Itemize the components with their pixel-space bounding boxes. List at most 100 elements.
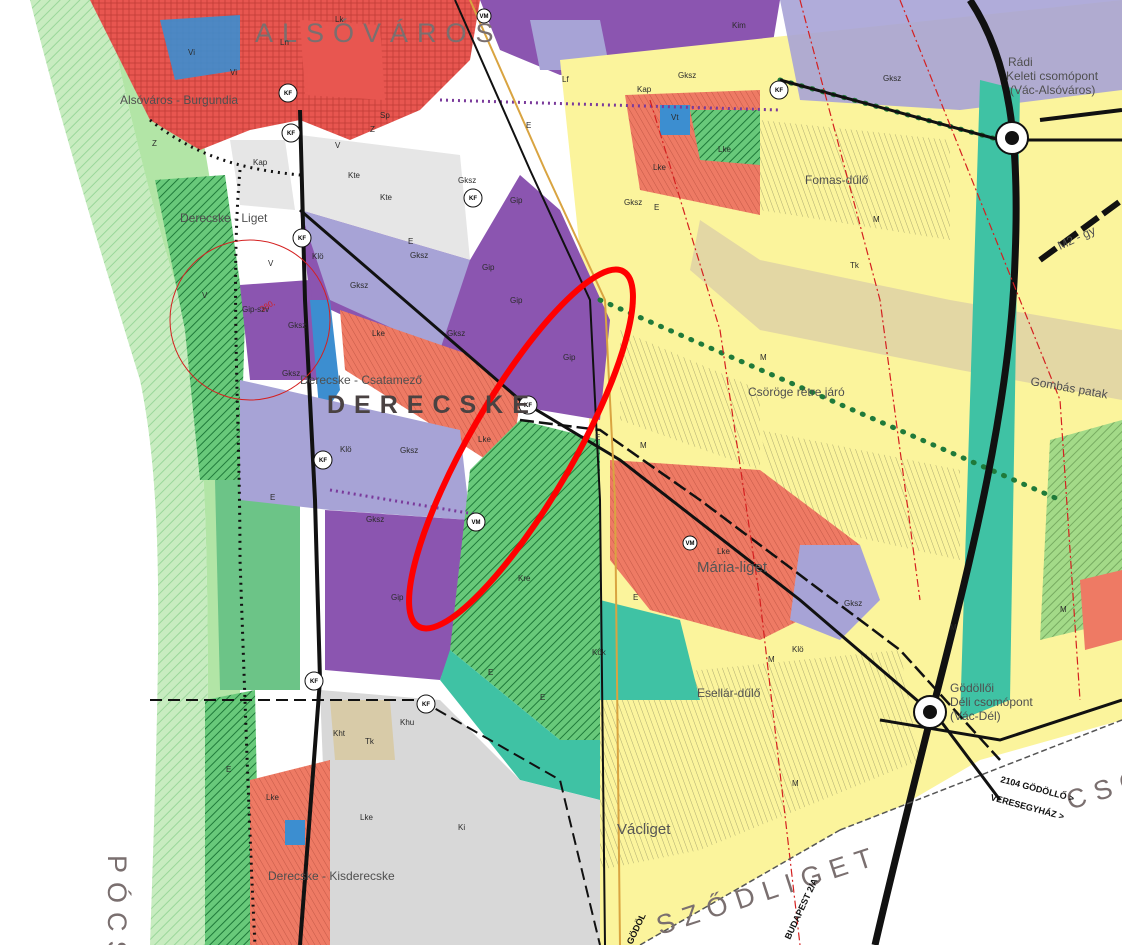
tree-line-central xyxy=(597,297,1063,503)
zone-code: E xyxy=(654,203,659,212)
zone-code: E xyxy=(540,693,545,702)
zone-code: Vt xyxy=(671,113,679,122)
zone-code: Kap xyxy=(253,158,268,167)
zone-code: Lke xyxy=(653,163,666,172)
town-block-a xyxy=(300,20,385,100)
zone-code: Z xyxy=(152,139,157,148)
zone-code: Lf xyxy=(562,75,569,84)
municipal-boundary-s xyxy=(639,829,841,945)
zone-code: Lke xyxy=(718,145,731,154)
zone-code: Lke xyxy=(717,547,730,556)
parcels-south xyxy=(600,650,920,870)
zone-code: Lk xyxy=(335,15,344,24)
place-label-eselar-dulo: Esellár-dűlő xyxy=(697,686,761,700)
zone-code: Gip xyxy=(482,263,495,272)
zone-code: M xyxy=(950,623,957,632)
kf-node: KF xyxy=(278,83,298,103)
salmon-east-block xyxy=(1080,570,1122,650)
zone-code: Gip xyxy=(510,196,523,205)
gksz-maria-liget xyxy=(790,545,880,640)
svg-text:KF: KF xyxy=(298,236,306,242)
svg-text:KF: KF xyxy=(310,679,318,685)
kf-node: KF xyxy=(304,671,324,691)
place-label-derecske-liget: Derecske - Liget xyxy=(180,211,268,225)
place-label-derecske-csatamezo: Derecske - Csatamező xyxy=(300,373,422,387)
zone-code: M xyxy=(873,215,880,224)
boundary-dotted-purple xyxy=(329,488,481,517)
zone-code: Kte xyxy=(380,193,393,202)
zone-code: Gksz xyxy=(844,599,862,608)
zone-code: E xyxy=(633,593,638,602)
place-label-alsovaros-burgundia: Alsóváros - Burgundia xyxy=(120,93,238,107)
kf-node: KF xyxy=(281,123,301,143)
green-area-west xyxy=(215,480,300,690)
highlight-ellipse xyxy=(406,266,636,632)
zone-code: Ki xyxy=(458,823,465,832)
zone-code: Lke xyxy=(372,329,385,338)
fomas-dulo-parcels xyxy=(760,120,950,240)
place-label-csoroge: Csöröge rétre járó xyxy=(748,385,845,399)
road-south-curve xyxy=(150,699,601,945)
zone-code: Lke xyxy=(478,435,491,444)
m2-motorway xyxy=(871,0,1020,945)
road-south-east xyxy=(879,698,1122,742)
zone-code: Tk xyxy=(850,261,860,270)
gksz-derecske-south xyxy=(240,380,470,520)
place-label-radi: Rádi xyxy=(1008,55,1033,69)
zone-code: Gksz xyxy=(447,329,465,338)
svg-text:KF: KF xyxy=(775,88,783,94)
vm-node: VM xyxy=(476,8,492,24)
zone-code: Gksz xyxy=(458,176,476,185)
district-label-derecske: DERECSKE xyxy=(327,391,538,419)
zone-code: M xyxy=(1060,605,1067,614)
place-label-maria-liget: Mária-liget xyxy=(697,559,768,576)
zone-code: E xyxy=(270,493,275,502)
zone-code: Gip xyxy=(563,353,576,362)
zone-code: Gksz xyxy=(624,198,642,207)
zone-code: Gksz xyxy=(400,446,418,455)
zone-code: V xyxy=(268,259,274,268)
zone-code: Kim xyxy=(732,21,746,30)
blue-strip xyxy=(310,300,340,420)
annotation-circle xyxy=(169,239,331,401)
municipal-boundary-se xyxy=(839,719,1122,831)
svg-text:VM: VM xyxy=(480,14,489,20)
place-label-derecske-kisderecske: Derecske - Kisderecske xyxy=(268,869,395,883)
godolloi-junction-marker xyxy=(913,695,947,729)
svg-text:KF: KF xyxy=(284,91,292,97)
zone-code: Khu xyxy=(400,718,414,727)
zone-code: Ln xyxy=(280,38,289,47)
zone-code: Gip xyxy=(510,296,523,305)
parcels-mid xyxy=(620,330,760,470)
zone-code: Klö xyxy=(792,645,804,654)
zone-code: Gksz xyxy=(350,281,368,290)
svg-text:KF: KF xyxy=(422,702,430,708)
lke-csatamezo xyxy=(340,310,520,475)
kf-node: KF xyxy=(518,395,538,415)
zone-code: M xyxy=(640,441,647,450)
radi-junction-marker xyxy=(995,121,1029,155)
place-label-godolloi-sub: (Vác-Dél) xyxy=(950,709,1001,723)
kap-block xyxy=(230,140,295,210)
gip-south xyxy=(325,510,470,680)
zone-code: Sp xyxy=(380,111,390,120)
zone-code: Lke xyxy=(266,793,279,802)
gip-szv-block xyxy=(240,280,320,380)
zone-code: Kök xyxy=(592,648,607,657)
road-diagonal-central xyxy=(299,208,1002,801)
zone-code: M xyxy=(760,353,767,362)
kf-node: KF xyxy=(416,694,436,714)
zone-code: Tk xyxy=(365,737,375,746)
zone-code: Kap xyxy=(637,85,652,94)
zone-code: Kre xyxy=(518,574,531,583)
zone-code: E xyxy=(408,237,413,246)
boundary-dotted-west xyxy=(234,169,257,945)
zone-code: Vi xyxy=(188,48,195,57)
protected-forest-central xyxy=(450,420,600,740)
rail-parallel xyxy=(469,0,621,945)
zone-code: E xyxy=(226,765,231,774)
tk-khu-block xyxy=(330,700,395,760)
district-label-pocs: PÓCS xyxy=(102,855,133,945)
rail-east-bend xyxy=(519,418,1001,761)
